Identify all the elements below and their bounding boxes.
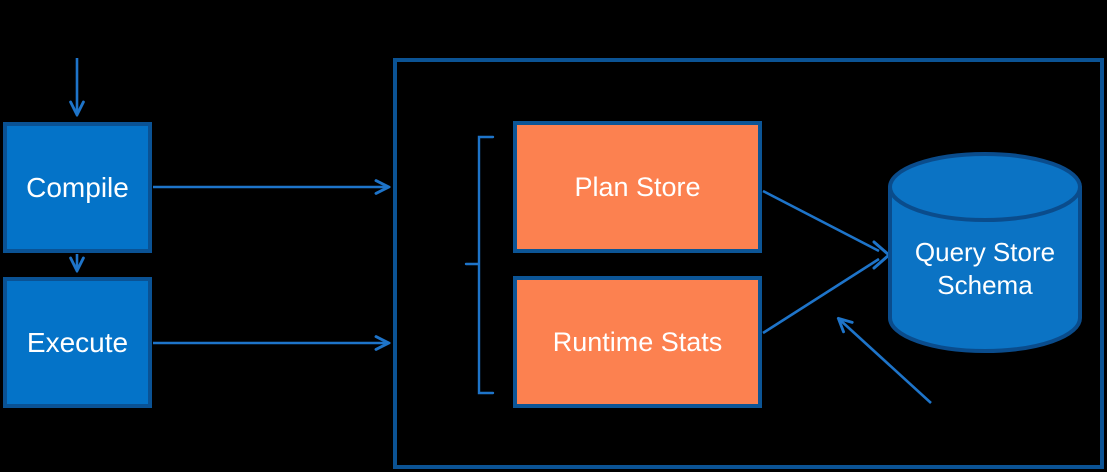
query-store-schema-label: Query Store Schema (914, 237, 1056, 300)
database-icon (888, 152, 1082, 353)
execute-label: Execute (26, 326, 129, 358)
query-store-container (393, 58, 1104, 469)
runtime-stats-node: Runtime Stats (513, 276, 762, 408)
compile-node: Compile (3, 122, 152, 253)
plan-store-node: Plan Store (513, 121, 762, 253)
group-bracket (464, 135, 495, 395)
runtime-stats-to-schema-line (762, 257, 880, 335)
plan-store-label: Plan Store (574, 171, 701, 202)
merged-arrowhead-icon (872, 240, 891, 270)
compile-label: Compile (26, 171, 129, 203)
plan-store-to-schema-line (762, 189, 880, 253)
execute-node: Execute (3, 277, 152, 408)
async-to-schema-arrow (839, 319, 932, 404)
runtime-stats-label: Runtime Stats (552, 326, 723, 357)
